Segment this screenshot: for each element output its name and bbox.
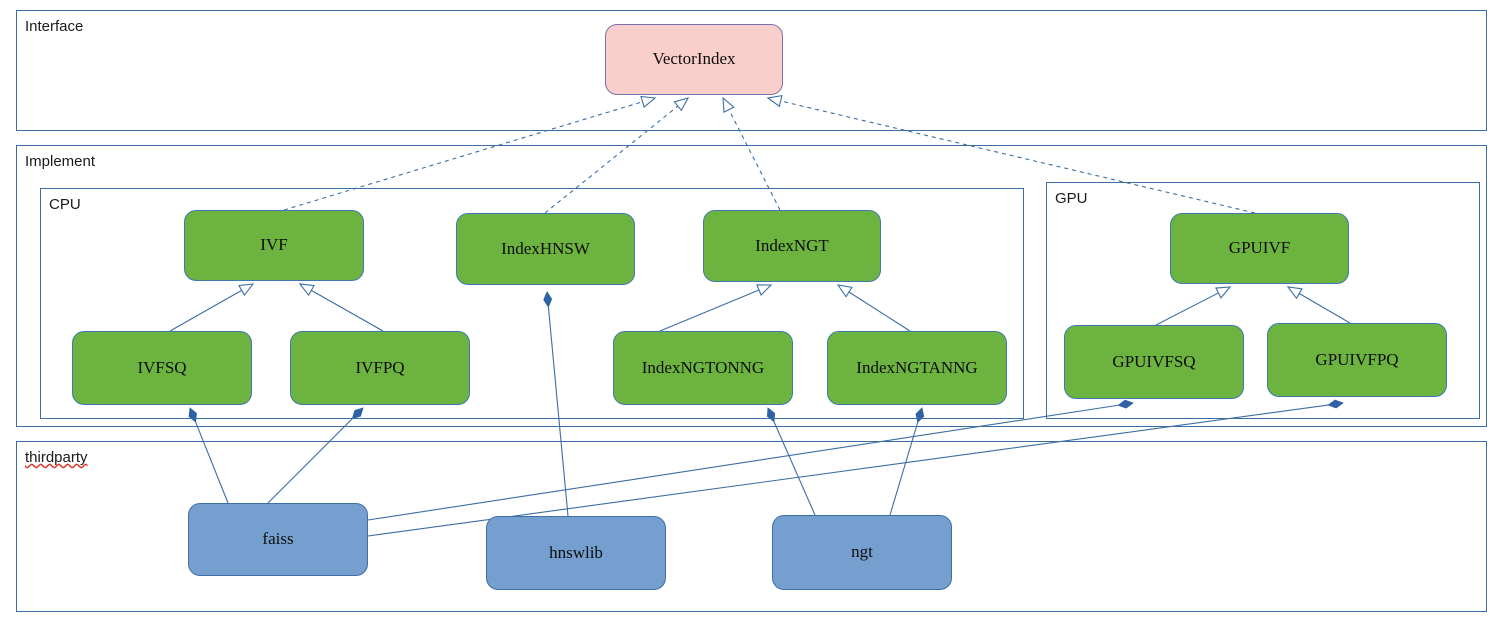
node-label-gpuivfsq: GPUIVFSQ [1112, 351, 1196, 371]
node-ivfsq[interactable]: IVFSQ [72, 331, 252, 405]
node-indexngt[interactable]: IndexNGT [703, 210, 881, 282]
node-label-ivfsq: IVFSQ [137, 357, 187, 377]
node-label-ivfpq: IVFPQ [355, 357, 405, 377]
container-cpu [40, 188, 1024, 419]
node-label-indexngt: IndexNGT [755, 235, 829, 255]
node-hnswlib[interactable]: hnswlib [486, 516, 666, 590]
container-label-gpu: GPU [1055, 190, 1088, 207]
node-label-ngt: ngt [851, 542, 873, 562]
node-gpuivf[interactable]: GPUIVF [1170, 213, 1349, 284]
container-label-implement: Implement [25, 153, 96, 170]
node-ivfpq[interactable]: IVFPQ [290, 331, 470, 405]
node-faiss[interactable]: faiss [188, 503, 368, 576]
container-implement [16, 145, 1487, 427]
container-interface [16, 10, 1487, 131]
node-ngt[interactable]: ngt [772, 515, 952, 590]
container-label-thirdparty: thirdparty [25, 449, 88, 466]
node-label-hnswlib: hnswlib [549, 542, 603, 562]
node-indexhnsw[interactable]: IndexHNSW [456, 213, 635, 285]
node-indexngtonng[interactable]: IndexNGTONNG [613, 331, 793, 405]
node-label-faiss: faiss [262, 529, 294, 549]
node-label-ivf: IVF [260, 235, 288, 255]
node-label-gpuivf: GPUIVF [1228, 238, 1291, 258]
node-label-indexngtonng: IndexNGTONNG [641, 357, 765, 377]
node-label-indexhnsw: IndexHNSW [501, 238, 590, 258]
container-label-interface: Interface [25, 18, 84, 35]
container-gpu [1046, 182, 1480, 419]
node-label-gpuivfpq: GPUIVFPQ [1315, 349, 1399, 369]
node-label-indexngtanng: IndexNGTANNG [856, 357, 978, 377]
node-label-vectorindex: VectorIndex [652, 49, 736, 69]
node-gpuivfpq[interactable]: GPUIVFPQ [1267, 323, 1447, 397]
node-gpuivfsq[interactable]: GPUIVFSQ [1064, 325, 1244, 399]
node-ivf[interactable]: IVF [184, 210, 364, 281]
node-indexngtanng[interactable]: IndexNGTANNG [827, 331, 1007, 405]
container-label-cpu: CPU [49, 196, 81, 213]
container-thirdparty [16, 441, 1487, 612]
node-vectorindex[interactable]: VectorIndex [605, 24, 783, 95]
